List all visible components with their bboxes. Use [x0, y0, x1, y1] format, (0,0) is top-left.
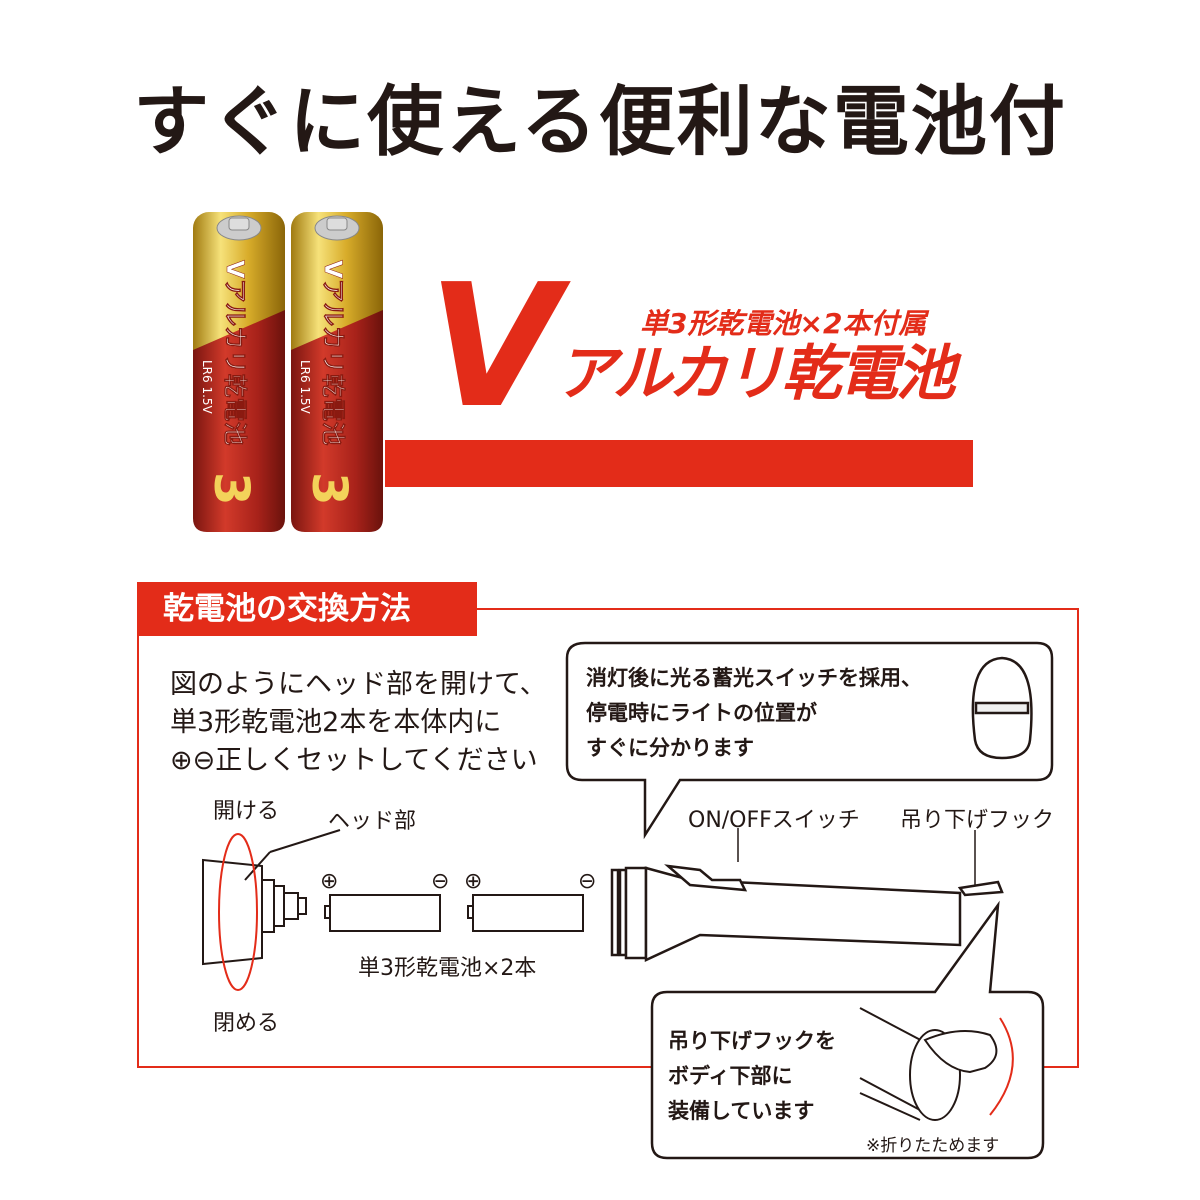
switch-callout-line: 停電時にライトの位置が — [586, 701, 817, 725]
hook-note: ※折りたためます — [866, 1136, 1000, 1156]
hook-callout-line: 吊り下げフックを — [668, 1029, 836, 1053]
battery-size-mark: 3 — [203, 472, 259, 505]
glow-switch-icon — [971, 656, 1033, 760]
plus-icon: ⊕ — [320, 869, 338, 894]
minus-icon: ⊖ — [578, 869, 596, 894]
battery-label: Vアルカリ乾電池 — [319, 260, 347, 446]
label-switch: ON/OFFスイッチ — [688, 808, 860, 833]
battery-replacement-section — [137, 608, 1079, 1068]
battery-right: Vアルカリ乾電池 LR6 1.5V 3 — [291, 212, 383, 532]
plus-icon: ⊕ — [464, 869, 482, 894]
product-tagline: 単3形乾電池×2本付属 — [640, 307, 927, 340]
label-close: 閉める — [213, 1011, 280, 1036]
battery-left: Vアルカリ乾電池 LR6 1.5V 3 — [193, 212, 285, 532]
battery-photo: Vアルカリ乾電池 LR6 1.5V 3 Vアルカリ乾電池 LR6 1.5V 3 — [193, 212, 383, 532]
brand-logo-v: V — [428, 248, 560, 446]
switch-callout-line: 消灯後に光る蓄光スイッチを採用、 — [586, 666, 922, 690]
section-heading: 乾電池の交換方法 — [137, 582, 477, 636]
rotation-arrow-icon — [218, 833, 258, 991]
battery-spec: LR6 1.5V — [200, 360, 214, 415]
label-hook: 吊り下げフック — [900, 808, 1055, 833]
label-open: 開ける — [213, 799, 280, 824]
battery-label: Vアルカリ乾電池 — [221, 260, 249, 446]
hook-closeup — [859, 1007, 998, 1121]
fold-arrow-icon — [989, 1017, 1014, 1116]
instruction-line: ⊕⊖正しくセットしてください — [170, 745, 538, 776]
head-part — [202, 858, 307, 966]
minus-icon: ⊖ — [431, 869, 449, 894]
hook-callout-line: 装備しています — [668, 1099, 815, 1123]
hook-callout-line: ボディ下部に — [668, 1064, 793, 1088]
label-batteries: 単3形乾電池×2本 — [358, 956, 537, 981]
head-leader-line — [269, 829, 341, 853]
switch-callout-line: すぐに分かります — [586, 736, 754, 760]
battery-outline — [324, 894, 584, 932]
page-title: すぐに使える便利な電池付 — [133, 77, 1067, 166]
battery-spec: LR6 1.5V — [298, 360, 312, 415]
switch-callout-bubble — [565, 641, 1054, 840]
flashlight-body — [610, 864, 1004, 962]
product-name: アルカリ乾電池 — [556, 339, 956, 409]
instruction-line: 図のようにヘッド部を開けて、 — [170, 669, 547, 700]
battery-size-mark: 3 — [301, 472, 357, 505]
on-off-switch — [664, 864, 748, 892]
instruction-line: 単3形乾電池2本を本体内に — [170, 707, 502, 738]
label-head: ヘッド部 — [328, 809, 417, 834]
accent-bar — [385, 440, 973, 487]
